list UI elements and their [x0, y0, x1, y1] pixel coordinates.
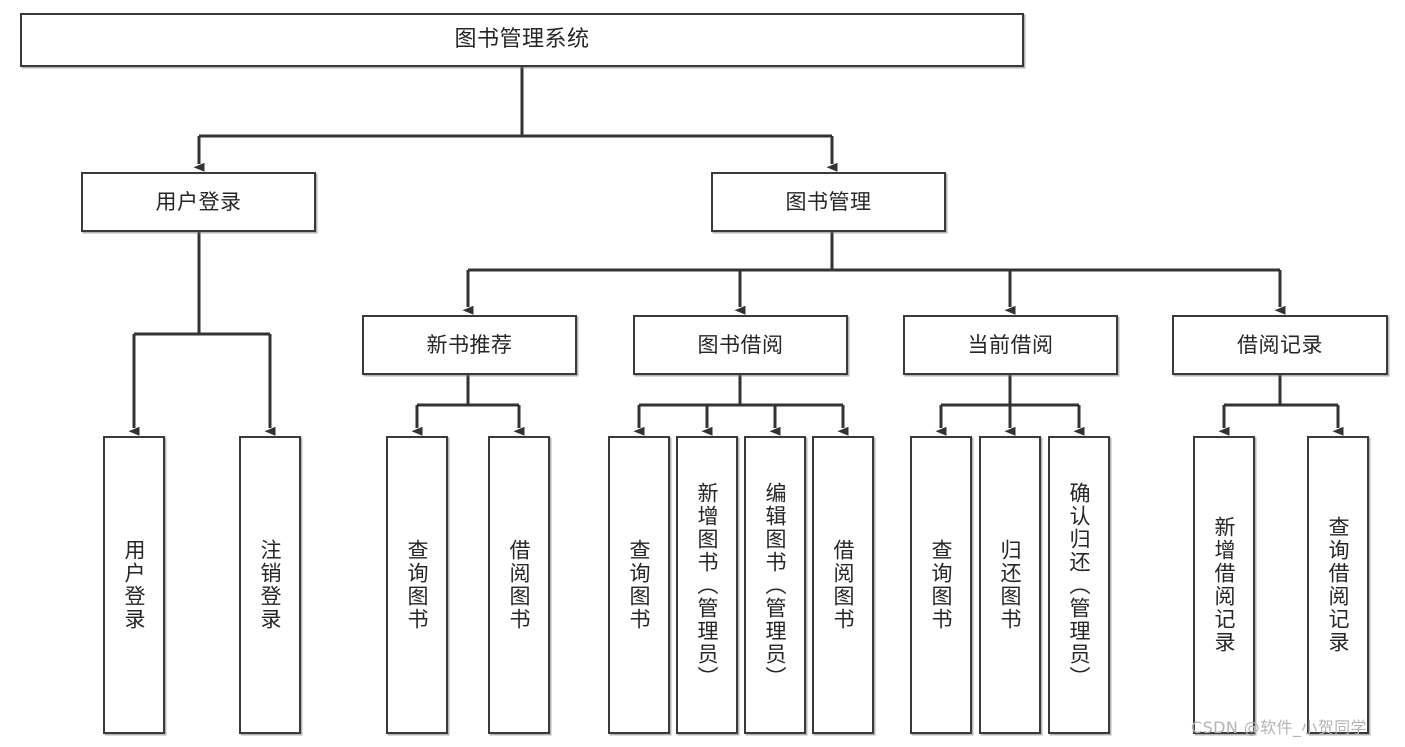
leaf-logout[interactable]: 注销登录	[239, 436, 301, 734]
leaf-query-book-new-book[interactable]: 查询图书	[386, 436, 448, 734]
node-label: 新增借阅记录	[1212, 516, 1237, 654]
leaf-borrow-book-new-book[interactable]: 借阅图书	[488, 436, 550, 734]
leaf-edit-book-admin[interactable]: 编辑图书（管理员）	[744, 436, 806, 734]
node-current-borrowing[interactable]: 当前借阅	[903, 315, 1118, 375]
node-label: 借阅图书	[831, 539, 856, 631]
node-label: 编辑图书（管理员）	[763, 481, 788, 689]
leaf-user-login[interactable]: 用户登录	[103, 436, 165, 734]
leaf-borrow-book-borrowing[interactable]: 借阅图书	[812, 436, 874, 734]
leaf-query-book-borrowing[interactable]: 查询图书	[608, 436, 670, 734]
leaf-return-book[interactable]: 归还图书	[979, 436, 1041, 734]
node-root-book-management-system[interactable]: 图书管理系统	[20, 13, 1024, 67]
node-label: 查询借阅记录	[1326, 516, 1351, 654]
node-label: 借阅图书	[507, 539, 532, 631]
node-borrowing-record[interactable]: 借阅记录	[1172, 315, 1388, 375]
watermark-text: CSDN @软件_小贺同学	[1191, 718, 1367, 737]
node-label: 归还图书	[998, 539, 1023, 631]
leaf-confirm-return-admin[interactable]: 确认归还（管理员）	[1048, 436, 1110, 734]
node-label: 注销登录	[258, 539, 283, 631]
leaf-add-book-admin[interactable]: 新增图书（管理员）	[676, 436, 738, 734]
node-label: 用户登录	[155, 189, 242, 214]
node-label: 当前借阅	[967, 332, 1054, 357]
leaf-add-borrowing-record[interactable]: 新增借阅记录	[1193, 436, 1255, 734]
node-label: 图书借阅	[697, 332, 784, 357]
node-label: 新书推荐	[426, 332, 513, 357]
node-label: 图书管理系统	[454, 27, 590, 53]
node-label: 查询图书	[405, 539, 430, 631]
node-user-login[interactable]: 用户登录	[81, 172, 316, 232]
node-label: 确认归还（管理员）	[1067, 481, 1092, 689]
node-label: 查询图书	[929, 539, 954, 631]
node-new-book-recommendation[interactable]: 新书推荐	[362, 315, 577, 375]
node-book-borrowing[interactable]: 图书借阅	[633, 315, 848, 375]
node-label: 借阅记录	[1237, 332, 1323, 357]
node-label: 新增图书（管理员）	[695, 481, 720, 689]
leaf-query-book-current[interactable]: 查询图书	[910, 436, 972, 734]
node-book-management[interactable]: 图书管理	[711, 172, 946, 232]
leaf-query-borrowing-record[interactable]: 查询借阅记录	[1307, 436, 1369, 734]
node-label: 图书管理	[785, 189, 872, 214]
node-label: 用户登录	[122, 539, 147, 631]
node-label: 查询图书	[627, 539, 652, 631]
